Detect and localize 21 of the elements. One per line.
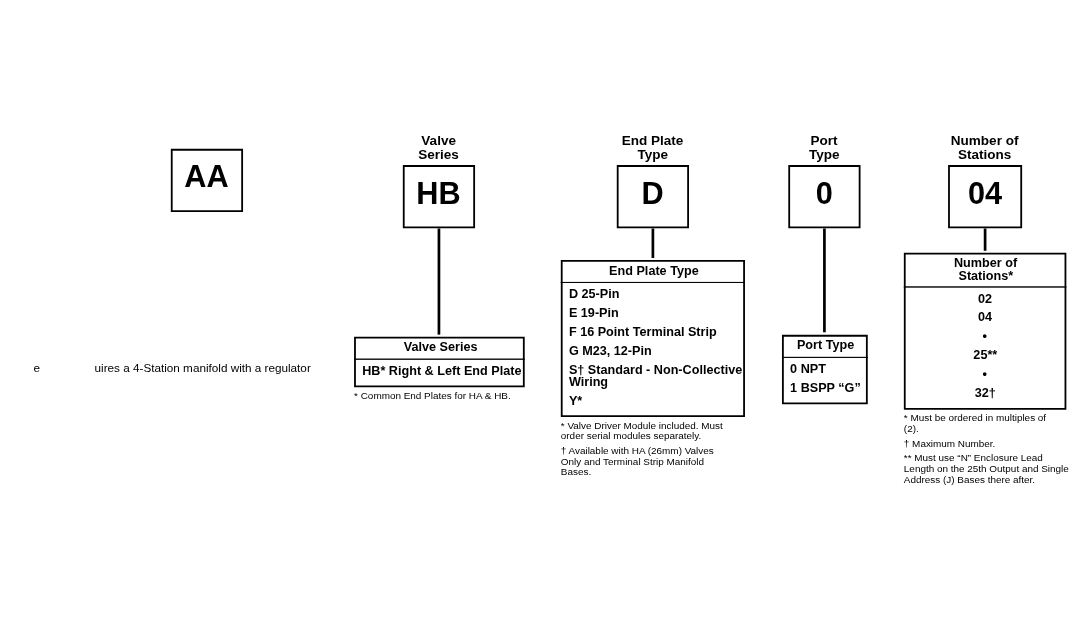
label: e [33,360,41,374]
label: uires a 4-Station manifold with a regulator [94,360,311,374]
node-box: AA [170,148,244,212]
node-label: † Maximum Number. [903,437,996,449]
node-label: Port Type [809,132,840,162]
node-label: ** Must use “N” Enclosure Lead Length on the 25th Output and Single Address (J) Bases there after. [903,451,1069,485]
node-label: * Must be ordered in multiples of (2). [903,411,1047,434]
connector [823,228,826,332]
node-box: HB [402,164,476,228]
node-label: Valve Series [418,132,459,162]
node-box: 04 [948,164,1023,228]
node-label: End Plate Type [621,132,684,162]
node-label: * Valve Driver Module included. Must order serial modules separately. [560,419,723,441]
node-label: † Available with HA (26mm) Valves Only and Terminal Strip Manifold Bases. [560,444,714,477]
node-label: Number of Stations [950,132,1019,162]
connector [437,228,441,335]
connector [983,228,987,251]
node-box: D [616,164,689,228]
connector [651,228,655,258]
node-label: * Common End Plates for HA & HB. [354,389,511,401]
node-box: 0 [788,164,861,228]
